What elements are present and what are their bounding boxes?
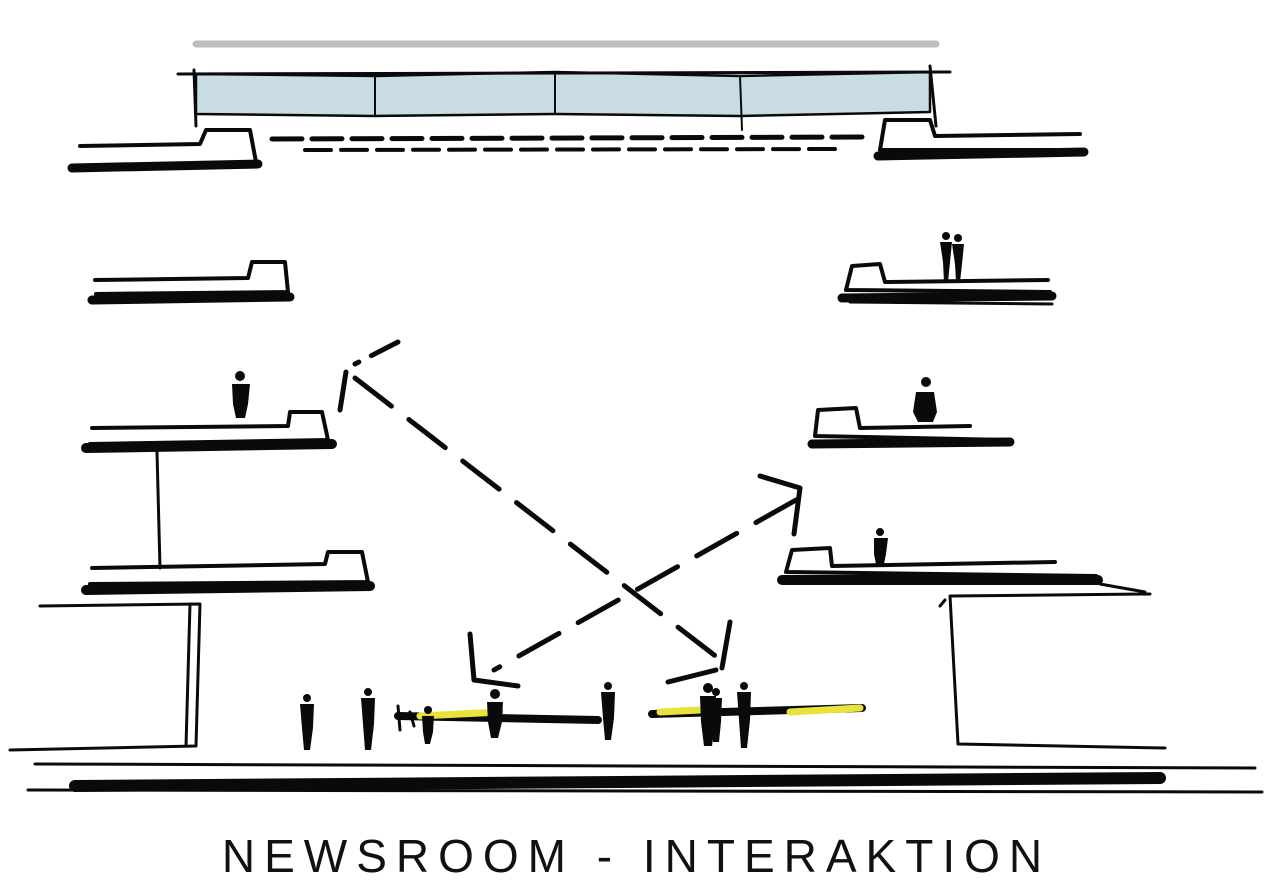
person [300, 694, 314, 750]
skylight [176, 40, 952, 152]
interaction-lines [337, 339, 803, 689]
top-slab-left [67, 128, 263, 173]
person [487, 689, 503, 738]
ground-floor [8, 592, 1264, 794]
person [940, 232, 952, 282]
person [710, 688, 722, 742]
balcony-right-3 [777, 546, 1147, 594]
person [601, 682, 615, 740]
people [232, 232, 964, 750]
top-slab-right [873, 118, 1089, 161]
skylight-glass [194, 70, 932, 118]
balcony-left-3 [81, 550, 375, 595]
person [361, 688, 375, 750]
newsroom-section-sketch [8, 40, 1264, 794]
balcony-right-2 [807, 406, 1015, 449]
person [232, 371, 250, 418]
balcony-left-1 [87, 260, 295, 305]
desk-right [648, 704, 866, 718]
person [913, 377, 937, 422]
person [952, 234, 964, 282]
person [422, 706, 434, 744]
person [874, 528, 888, 564]
person [737, 682, 751, 748]
diagram-caption: NEWSROOM - INTERAKTION [221, 830, 1052, 882]
balcony-left-2 [81, 410, 337, 570]
balcony-right-1 [837, 262, 1057, 306]
